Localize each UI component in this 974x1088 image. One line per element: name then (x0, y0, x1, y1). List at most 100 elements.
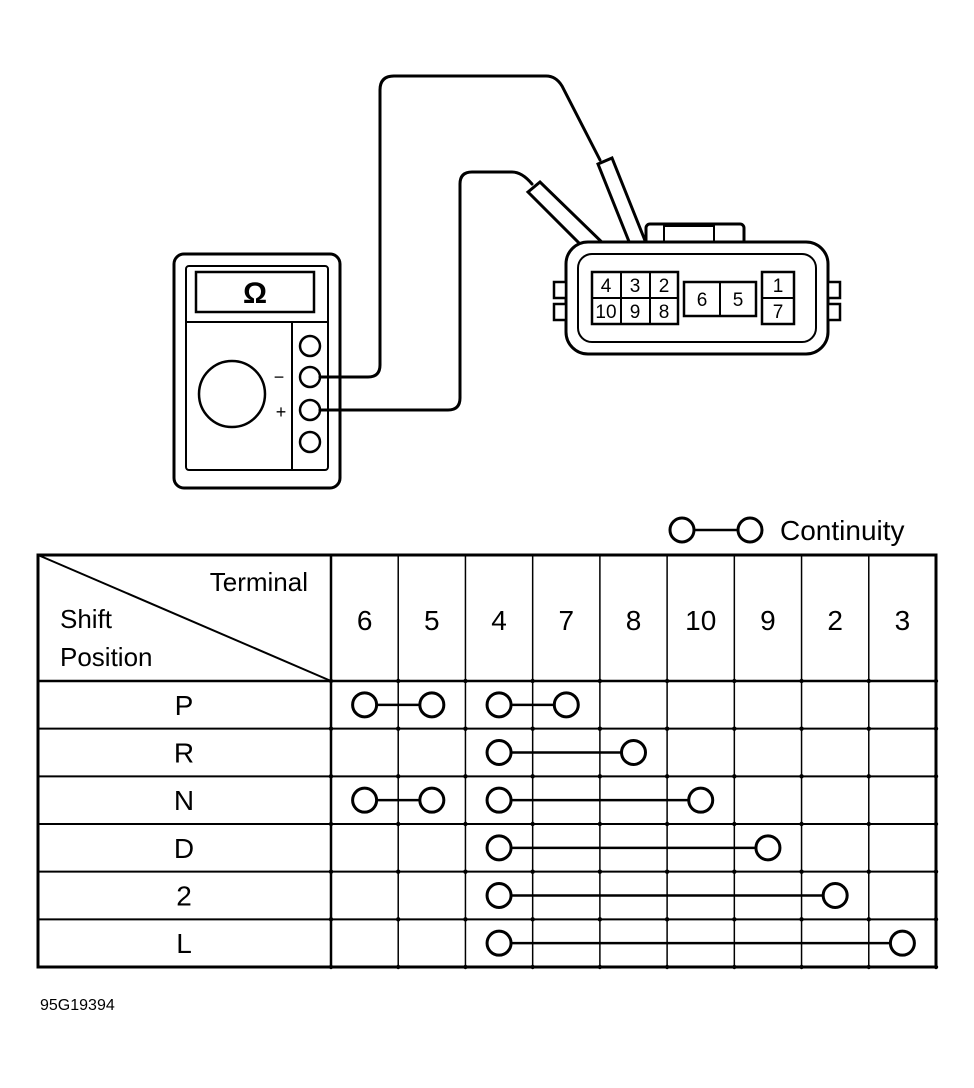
grid-dot (866, 774, 871, 779)
grid-dot (328, 917, 334, 922)
legend-label: Continuity (780, 515, 905, 546)
grid-dots (328, 678, 939, 970)
jack-4 (298, 430, 322, 454)
pin-label: 1 (773, 276, 784, 297)
grid-dot (866, 869, 871, 874)
header-position: Position (60, 642, 153, 672)
continuity-point (418, 786, 446, 814)
grid-dot (799, 821, 804, 827)
continuity-point (552, 691, 580, 719)
continuity-point (821, 882, 849, 909)
ohm-symbol: Ω (243, 277, 267, 310)
legend-circle-right (736, 516, 764, 544)
grid-dot (732, 774, 737, 779)
terminal-header: 10 (685, 605, 716, 636)
shift-position-label: D (174, 833, 194, 864)
grid-dot (328, 964, 334, 970)
grid-dot (866, 678, 871, 684)
terminal-header: 9 (760, 605, 776, 636)
grid-dot (463, 869, 468, 874)
jack-1 (298, 334, 322, 358)
terminal-header: 3 (895, 605, 911, 636)
grid-dot (530, 726, 535, 731)
terminal-header: 4 (491, 605, 507, 636)
continuity-legend: Continuity (668, 515, 905, 546)
shift-position-label: L (176, 928, 192, 959)
grid-dot (328, 726, 334, 731)
header-terminal: Terminal (210, 567, 308, 597)
grid-dot (732, 964, 737, 970)
continuity-point (485, 929, 513, 957)
table-border (36, 553, 938, 969)
grid-dot (463, 821, 468, 827)
grid-dot (396, 678, 401, 684)
meter-dial (197, 359, 267, 429)
terminal-header: 8 (626, 605, 642, 636)
grid-dot (664, 869, 670, 874)
grid-dot (732, 869, 737, 874)
continuity-point (620, 739, 647, 766)
grid-dot (328, 869, 334, 874)
continuity-point (485, 786, 513, 814)
grid-dot (933, 821, 939, 827)
grid-dot (799, 964, 804, 970)
ohmmeter (172, 252, 342, 490)
grid-dot (799, 869, 804, 874)
pin-label: 5 (733, 290, 744, 311)
grid-dot (933, 964, 939, 970)
grid-dot (396, 917, 401, 922)
grid-dot (396, 726, 401, 731)
grid-dot (866, 917, 871, 922)
pin-label: 10 (595, 302, 616, 323)
shift-position-label: R (174, 738, 194, 769)
continuity-point (754, 834, 782, 862)
grid-dot (396, 869, 401, 874)
grid-dot (866, 726, 871, 731)
continuity-point (485, 834, 513, 862)
continuity-point (687, 786, 715, 814)
grid-dot (530, 917, 535, 922)
connector-right-block (760, 270, 796, 326)
grid-dot (463, 917, 468, 922)
grid-dot (463, 726, 468, 731)
pin-label: 3 (630, 276, 641, 297)
grid-dot (597, 678, 603, 684)
pin-label: 7 (773, 302, 784, 323)
grid-dot (933, 869, 939, 874)
pin-label: 6 (697, 290, 708, 311)
header-diagonal (37, 554, 332, 682)
continuity-point (351, 786, 379, 814)
grid-dot (396, 964, 401, 970)
grid-dot (463, 774, 468, 779)
figure-code: 95G19394 (40, 997, 115, 1014)
grid-dot (597, 917, 603, 922)
grid-dot (530, 678, 535, 684)
grid-dot (396, 774, 401, 779)
grid-dot (799, 774, 804, 779)
grid-dot (866, 964, 871, 970)
grid-dot (530, 821, 535, 827)
grid-dot (328, 678, 334, 684)
continuity-point (418, 691, 446, 719)
jack-plus (298, 398, 322, 422)
grid-dot (463, 678, 468, 684)
grid-dot (597, 774, 603, 779)
grid-dot (530, 869, 535, 874)
jack-minus (298, 365, 322, 389)
grid-dot (530, 774, 535, 779)
terminal-header: 5 (424, 605, 440, 636)
grid-dot (328, 774, 334, 779)
continuity-point (888, 929, 916, 957)
grid-dot (396, 821, 401, 827)
pin-label: 4 (601, 276, 612, 297)
continuity-links (351, 691, 916, 957)
test-leads (318, 74, 602, 412)
grid-dot (933, 917, 939, 922)
terminal-header: 7 (558, 605, 574, 636)
grid-dot (664, 917, 670, 922)
continuity-point (485, 882, 513, 909)
legend-circle-left (668, 516, 696, 544)
terminal-header: 6 (357, 605, 373, 636)
